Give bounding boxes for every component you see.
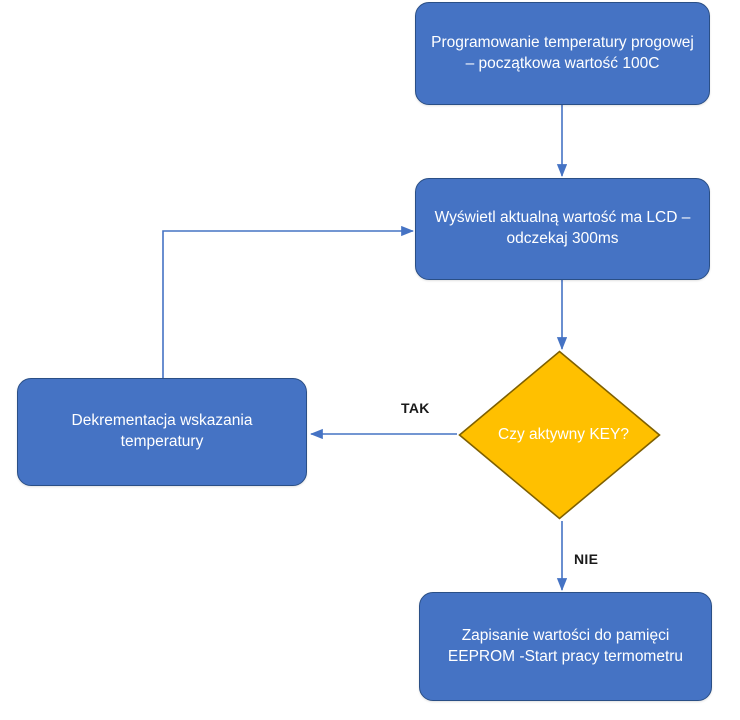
- diamond-shape: [458, 350, 661, 520]
- edge-label-yes: TAK: [401, 400, 430, 416]
- node-start-programming[interactable]: Programowanie temperatury progowej – poc…: [415, 2, 710, 105]
- node-key-active-decision-label: Czy aktywny KEY?: [498, 426, 629, 444]
- node-decrement-temperature-label: Dekrementacja wskazania temperatury: [71, 412, 253, 450]
- node-display-lcd-label: Wyświetl aktualną wartość ma LCD – odcze…: [434, 209, 691, 247]
- node-start-programming-label: Programowanie temperatury progowej – poc…: [431, 33, 694, 72]
- node-display-lcd[interactable]: Wyświetl aktualną wartość ma LCD – odcze…: [415, 178, 710, 280]
- edge-label-no: NIE: [574, 551, 599, 567]
- node-decrement-temperature[interactable]: Dekrementacja wskazania temperatury: [17, 378, 307, 486]
- node-key-active-decision[interactable]: Czy aktywny KEY?: [458, 350, 661, 520]
- connector-decrement-loop-to-display: [162, 225, 414, 378]
- node-save-eeprom[interactable]: Zapisanie wartości do pamięci EEPROM -St…: [419, 592, 712, 701]
- node-save-eeprom-label: Zapisanie wartości do pamięci EEPROM -St…: [447, 626, 684, 665]
